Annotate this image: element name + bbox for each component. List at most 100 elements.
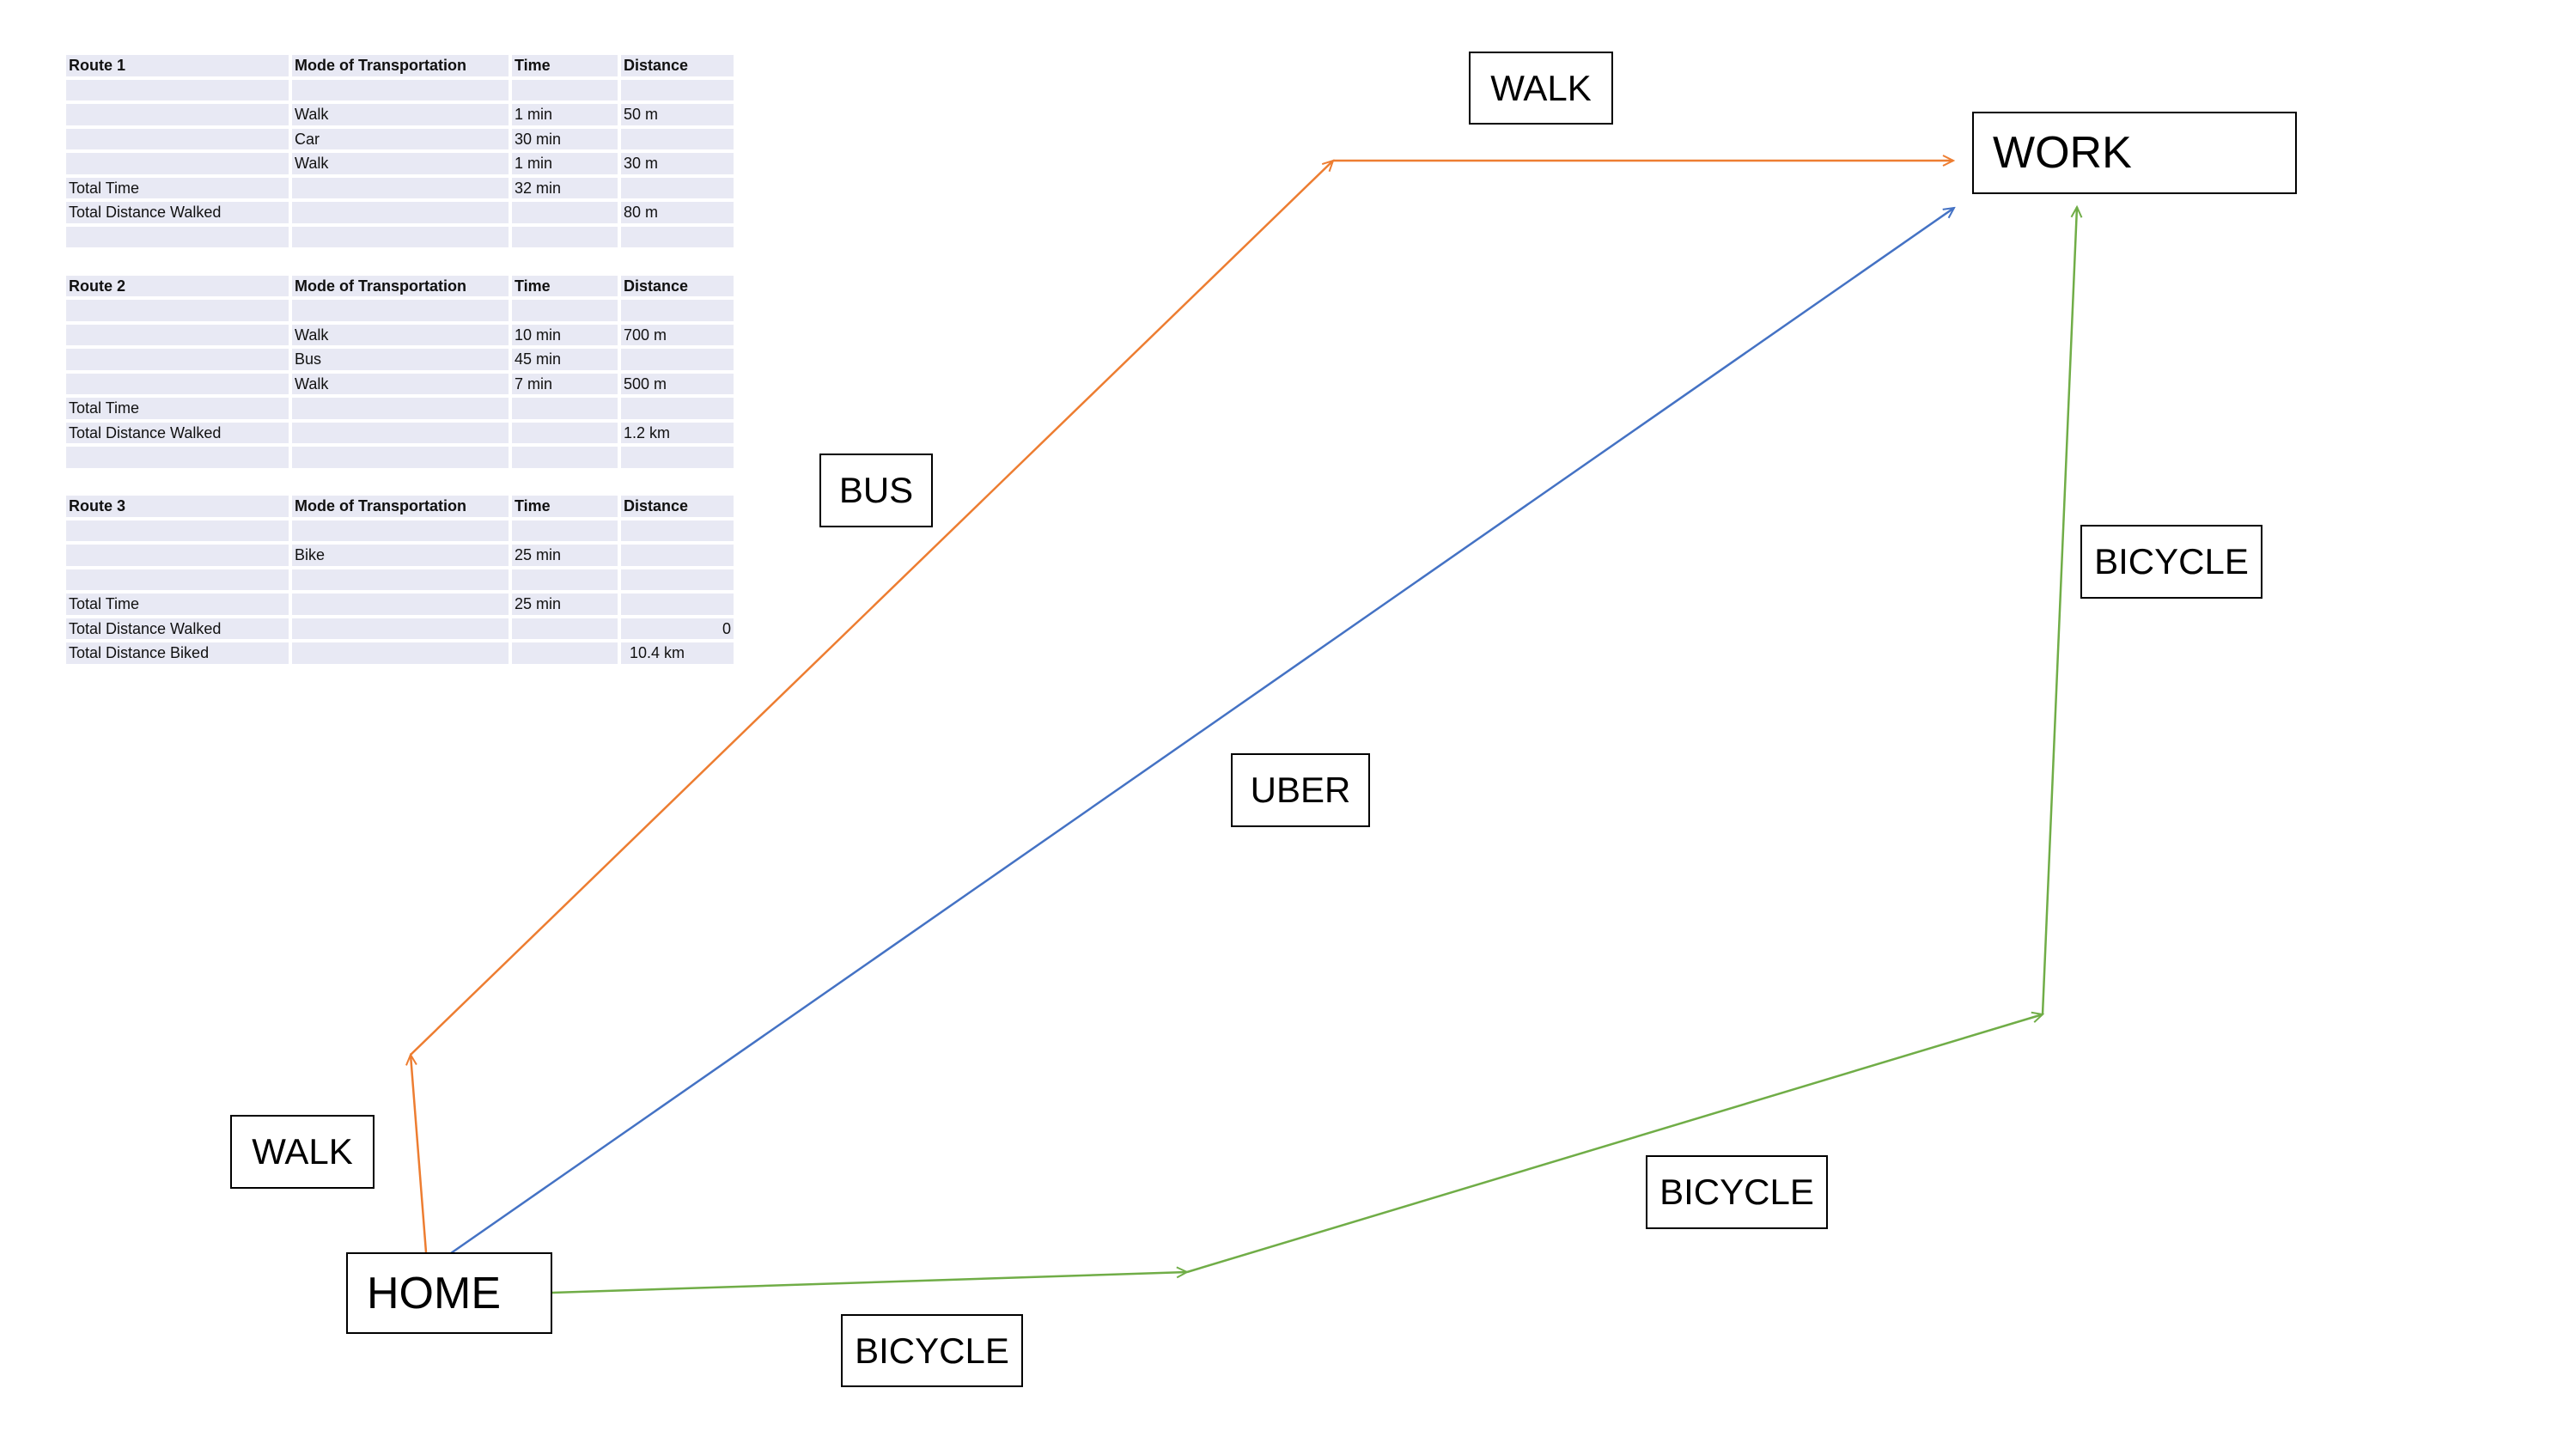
table-cell: Total Distance Biked: [66, 642, 289, 664]
table-cell: Total Time: [66, 594, 289, 615]
table-cell: [621, 594, 734, 615]
table-cell: 45 min: [512, 349, 618, 370]
table-header-cell: Route 1: [66, 55, 289, 76]
table-cell: [512, 447, 618, 468]
table-cell: 1.2 km: [621, 422, 734, 443]
walk-left-label: WALK: [230, 1115, 375, 1189]
table-cell: [292, 79, 509, 100]
bicycle-right-label: BICYCLE: [2080, 525, 2262, 599]
table-cell: [66, 226, 289, 247]
bus-arrow: [410, 161, 1333, 1056]
table-cell: [66, 545, 289, 566]
table-cell: 25 min: [512, 594, 618, 615]
table-cell: [66, 349, 289, 370]
bicycle-bottom-label: BICYCLE: [841, 1314, 1023, 1387]
walk-arrow-home-to-stop: [411, 1055, 428, 1253]
table-cell: [66, 128, 289, 149]
walk-top-label: WALK: [1469, 52, 1613, 125]
bicycle-arrow-1: [551, 1272, 1187, 1294]
table-cell: [512, 642, 618, 664]
table-header-cell: Time: [512, 55, 618, 76]
table-cell: [621, 545, 734, 566]
table-cell: Car: [292, 128, 509, 149]
table-cell: Walk: [292, 153, 509, 174]
home-node-label: HOME: [367, 1268, 501, 1318]
table-cell: 10 min: [512, 324, 618, 345]
table-cell: [66, 373, 289, 394]
table-cell: Total Distance Walked: [66, 618, 289, 639]
table-cell: [621, 226, 734, 247]
table-cell: [512, 618, 618, 639]
table-cell: 32 min: [512, 177, 618, 198]
table-header-cell: Mode of Transportation: [292, 275, 509, 296]
table-cell: [621, 398, 734, 419]
table-header-cell: Route 2: [66, 275, 289, 296]
table-cell: 30 m: [621, 153, 734, 174]
table-cell: [512, 569, 618, 590]
table-cell: [621, 128, 734, 149]
table-cell: [292, 202, 509, 223]
table-cell: 1 min: [512, 104, 618, 125]
table-header-cell: Distance: [621, 55, 734, 76]
table-cell: [512, 202, 618, 223]
table-cell: [66, 153, 289, 174]
home-node: HOME: [346, 1252, 552, 1334]
table-header-cell: Time: [512, 496, 618, 517]
table-cell: 1 min: [512, 153, 618, 174]
table-row: Total Time: [66, 398, 734, 419]
table-cell: 7 min: [512, 373, 618, 394]
table-cell: [292, 520, 509, 541]
table-header-cell: Time: [512, 275, 618, 296]
work-node-label: WORK: [1993, 128, 2132, 178]
table-cell: [621, 520, 734, 541]
table-header-cell: Route 3: [66, 496, 289, 517]
table-cell: 80 m: [621, 202, 734, 223]
table-cell: Total Time: [66, 177, 289, 198]
table-cell: Total Distance Walked: [66, 202, 289, 223]
table-header-cell: Mode of Transportation: [292, 55, 509, 76]
table-cell: [66, 79, 289, 100]
table-cell: 30 min: [512, 128, 618, 149]
bicycle-mid-label: BICYCLE: [1646, 1155, 1828, 1229]
table-cell: [512, 226, 618, 247]
table-row: Total Time 25 min: [66, 594, 734, 615]
table-cell: [66, 324, 289, 345]
table-cell: [621, 569, 734, 590]
table-cell: 700 m: [621, 324, 734, 345]
uber-arrow: [450, 208, 1954, 1255]
table-cell: [292, 594, 509, 615]
table-header-cell: Mode of Transportation: [292, 496, 509, 517]
table-cell: [621, 300, 734, 321]
table-cell: [292, 226, 509, 247]
table-cell: [621, 447, 734, 468]
table-cell: [292, 618, 509, 639]
table-row: [66, 520, 734, 541]
table-cell: [292, 398, 509, 419]
table-cell: 0: [621, 618, 734, 639]
table-header-cell: Distance: [621, 496, 734, 517]
table-row: Total Distance Walked 1.2 km: [66, 422, 734, 443]
table-cell: [621, 349, 734, 370]
table-cell: Total Time: [66, 398, 289, 419]
table-cell: [292, 569, 509, 590]
table-cell: [66, 104, 289, 125]
table-cell: Walk: [292, 104, 509, 125]
table-cell: [512, 520, 618, 541]
table-cell: [512, 300, 618, 321]
table-row: Total Distance Walked 0: [66, 618, 734, 639]
table-row: [66, 226, 734, 247]
table-cell: [292, 177, 509, 198]
table-cell: [66, 447, 289, 468]
table-cell: [621, 79, 734, 100]
table-cell: Total Distance Walked: [66, 422, 289, 443]
table-row: [66, 79, 734, 100]
table-row: [66, 300, 734, 321]
uber-label: UBER: [1231, 753, 1370, 827]
